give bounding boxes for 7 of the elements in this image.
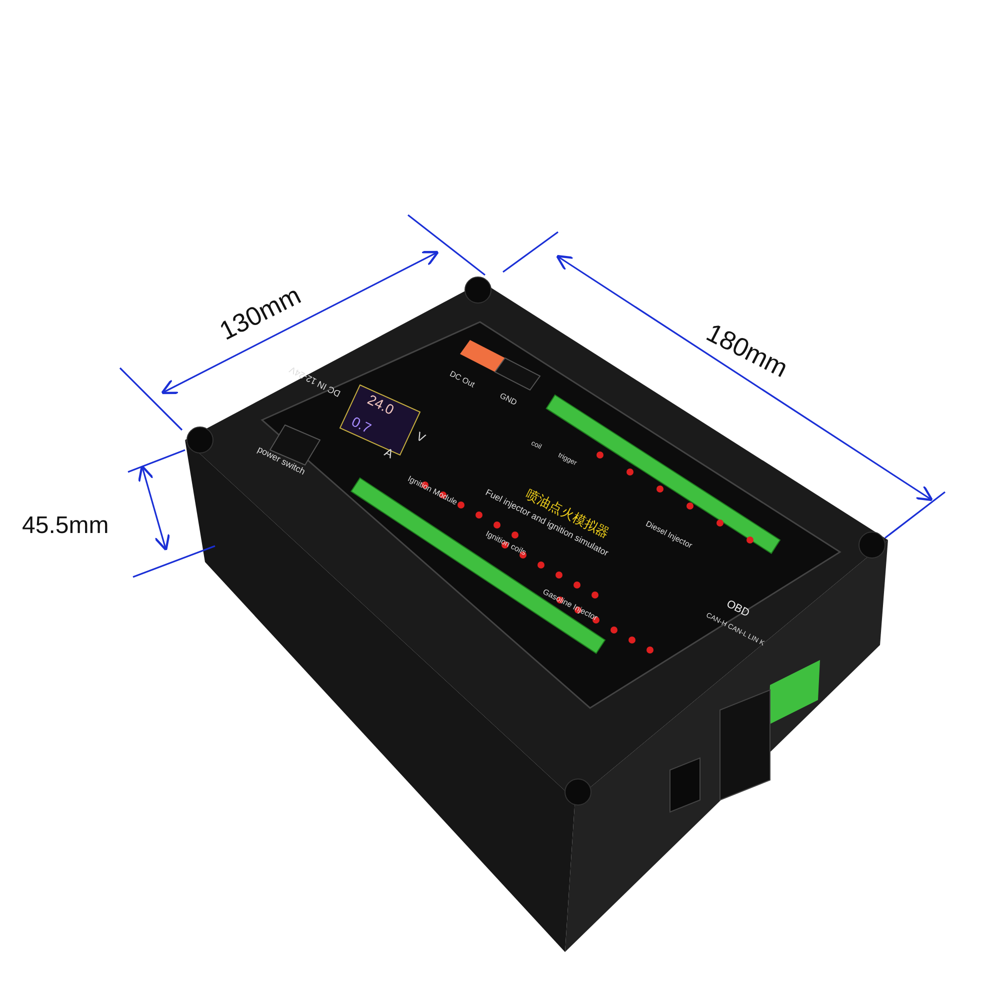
unit-label: A xyxy=(382,446,396,462)
unit-label: V xyxy=(414,430,428,446)
printed-label: DC Out xyxy=(448,370,476,390)
dimension-label: 45.5mm xyxy=(22,513,109,540)
printed-label: GND xyxy=(498,392,518,408)
printed-label: power switch xyxy=(256,445,306,478)
port-label: OBD xyxy=(724,598,752,620)
